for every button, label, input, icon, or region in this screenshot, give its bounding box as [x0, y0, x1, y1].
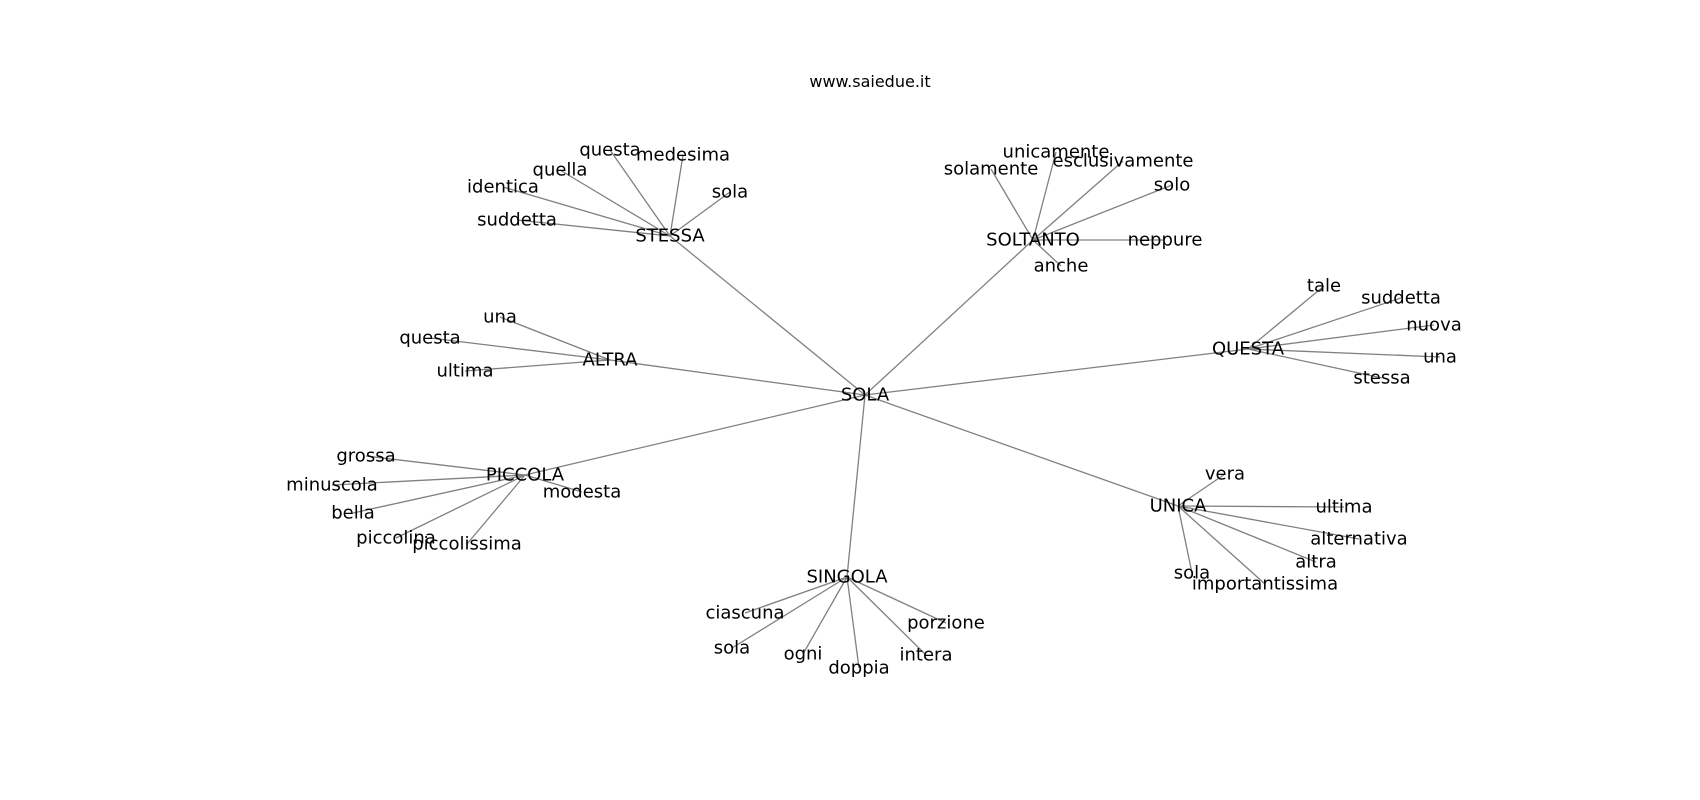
edge-hub-leaf [502, 186, 671, 237]
edge-center-hub [864, 348, 1249, 396]
edge-hub-leaf [331, 474, 526, 486]
edge-hub-leaf [1177, 505, 1360, 540]
edge-hub-leaf [1032, 184, 1173, 241]
edge-hub-leaf [499, 316, 611, 361]
edge-center-hub [846, 394, 866, 578]
edge-hub-leaf [609, 149, 671, 237]
edge-hub-leaf [365, 455, 526, 476]
center-node-label: SOLA [841, 385, 890, 406]
leaf-node-label: modesta [543, 482, 622, 503]
leaf-node-label: piccolissima [412, 534, 522, 555]
edge-hub-leaf [846, 576, 860, 669]
edge-center-hub [669, 235, 866, 396]
hub-node-label: UNICA [1150, 496, 1208, 517]
edge-hub-leaf [559, 169, 671, 237]
edge-hub-leaf [990, 168, 1034, 241]
edge-hub-leaf [466, 474, 526, 545]
leaf-node-label: suddetta [477, 210, 557, 231]
edge-hub-leaf [1247, 297, 1402, 350]
site-url: www.saiedue.it [809, 72, 931, 91]
edge-hub-leaf [802, 576, 848, 655]
hub-node-label: STESSA [635, 226, 705, 247]
edge-hub-leaf [1247, 324, 1435, 350]
edge-center-hub [864, 394, 1179, 507]
edge-center-hub [524, 394, 866, 476]
hub-node-label: SOLTANTO [986, 230, 1080, 251]
leaf-node-label: intera [900, 645, 953, 666]
leaf-node-label: unicamente [1003, 142, 1110, 163]
leaf-node-label: ogni [784, 644, 823, 665]
edge-hub-leaf [1177, 505, 1317, 563]
leaf-node-label: stessa [1353, 368, 1410, 389]
leaf-node-label: doppia [828, 658, 889, 679]
leaf-node-label: suddetta [1361, 288, 1441, 309]
leaf-node-label: neppure [1128, 230, 1203, 251]
edge-hub-leaf [464, 359, 611, 372]
hub-node-label: QUESTA [1212, 339, 1285, 360]
leaf-node-label: esclusivamente [1053, 151, 1194, 172]
leaf-node-label: ultima [1315, 497, 1372, 518]
leaf-node-label: sola [1174, 563, 1210, 584]
leaf-node-label: ciascuna [705, 603, 784, 624]
leaf-node-label: una [483, 307, 517, 328]
leaf-node-label: grossa [336, 446, 395, 467]
leaf-node-label: questa [399, 328, 460, 349]
hub-node-label: ALTRA [583, 350, 639, 371]
leaf-node-label: alternativa [1310, 529, 1407, 550]
edge-hub-leaf [669, 191, 731, 237]
leaf-node-label: porzione [907, 613, 985, 634]
edge-hub-leaf [1032, 160, 1124, 241]
leaf-node-label: importantissima [1192, 574, 1338, 595]
leaf-node-label: minuscola [286, 475, 378, 496]
edge-center-hub [864, 239, 1034, 396]
edge-hub-leaf [1177, 505, 1266, 585]
edge-hub-leaf [1247, 285, 1325, 350]
edge-hub-leaf [524, 474, 583, 493]
edge-hub-leaf [429, 337, 611, 361]
edge-hub-leaf [1247, 348, 1383, 379]
edge-hub-leaf [1032, 151, 1057, 241]
edge-hub-leaf [846, 576, 927, 656]
edge-hub-leaf [395, 474, 526, 539]
hub-node-label: SINGOLA [806, 567, 888, 588]
edge-hub-leaf [1177, 505, 1193, 574]
leaf-node-label: solamente [944, 159, 1039, 180]
edge-hub-leaf [352, 474, 526, 514]
hub-node-label: PICCOLA [486, 465, 565, 486]
edge-hub-leaf [1247, 348, 1441, 358]
leaf-node-label: questa [579, 140, 640, 161]
edge-hub-leaf [731, 576, 848, 649]
leaf-node-label: una [1423, 347, 1457, 368]
leaf-node-label: sola [714, 638, 750, 659]
edge-hub-leaf [669, 154, 684, 237]
leaf-node-label: ultima [436, 361, 493, 382]
leaf-node-label: identica [467, 177, 539, 198]
edge-hub-leaf [516, 219, 671, 237]
edge-hub-leaf [744, 576, 848, 614]
leaf-node-label: tale [1307, 276, 1341, 297]
leaf-node-label: altra [1295, 552, 1337, 573]
edge-hub-leaf [1032, 239, 1062, 267]
leaf-node-label: anche [1034, 256, 1089, 277]
leaf-node-label: medesima [636, 145, 730, 166]
leaf-node-label: piccolina [356, 528, 436, 549]
edge-hub-leaf [1177, 505, 1345, 508]
edge-center-hub [609, 359, 866, 396]
leaf-node-label: nuova [1406, 315, 1462, 336]
edge-hub-leaf [846, 576, 947, 624]
graph-edges [331, 149, 1441, 669]
edge-hub-leaf [1177, 473, 1226, 507]
leaf-node-label: solo [1154, 175, 1190, 196]
leaf-node-label: sola [712, 182, 748, 203]
leaf-node-label: vera [1205, 464, 1245, 485]
leaf-node-label: bella [331, 503, 375, 524]
leaf-node-label: quella [533, 160, 588, 181]
